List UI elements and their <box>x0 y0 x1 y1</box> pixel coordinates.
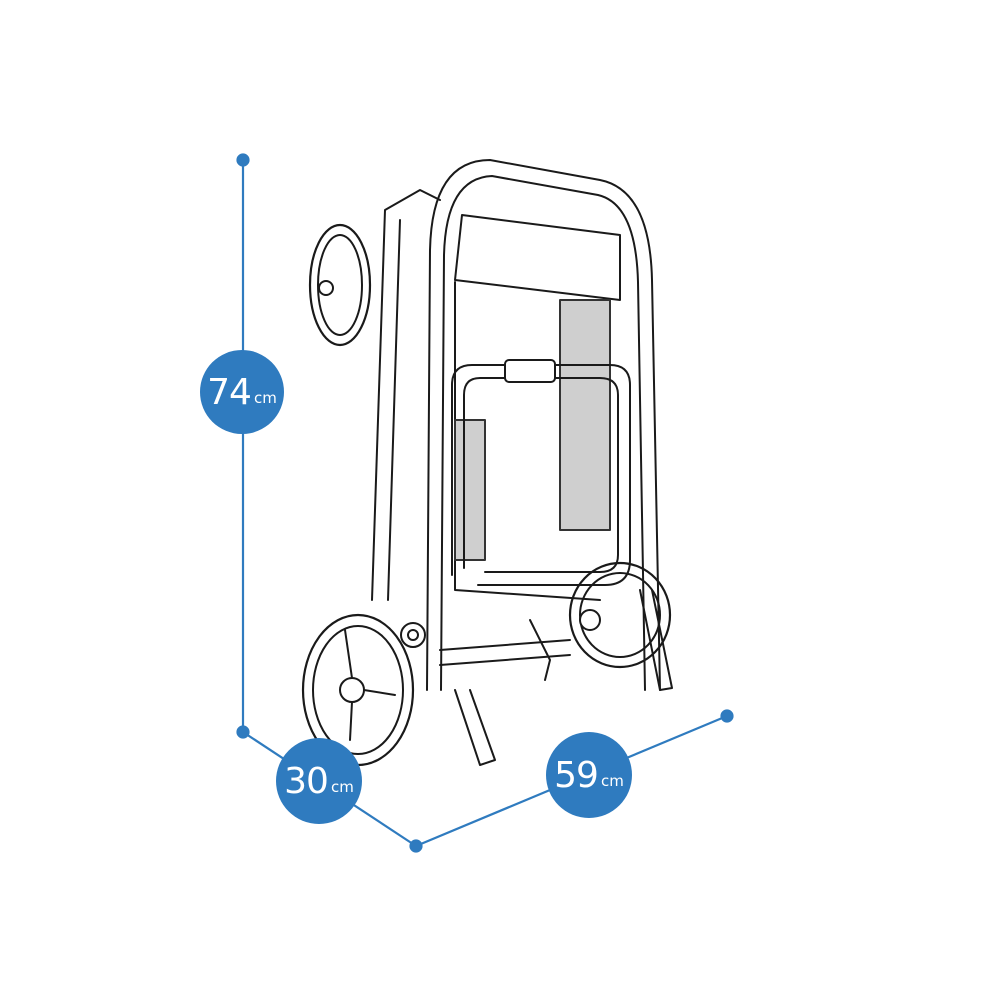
height-unit: cm <box>253 389 277 407</box>
stroller-outline <box>301 159 673 767</box>
depth-unit: cm <box>330 778 354 796</box>
height-dimension-badge: 74 cm <box>200 350 284 434</box>
height-value: 74 <box>207 371 252 413</box>
width-unit: cm <box>600 772 624 790</box>
width-dimension-badge: 59 cm <box>546 732 632 818</box>
depth-value: 30 <box>284 760 329 802</box>
depth-dimension-badge: 30 cm <box>276 738 362 824</box>
width-value: 59 <box>554 754 599 796</box>
